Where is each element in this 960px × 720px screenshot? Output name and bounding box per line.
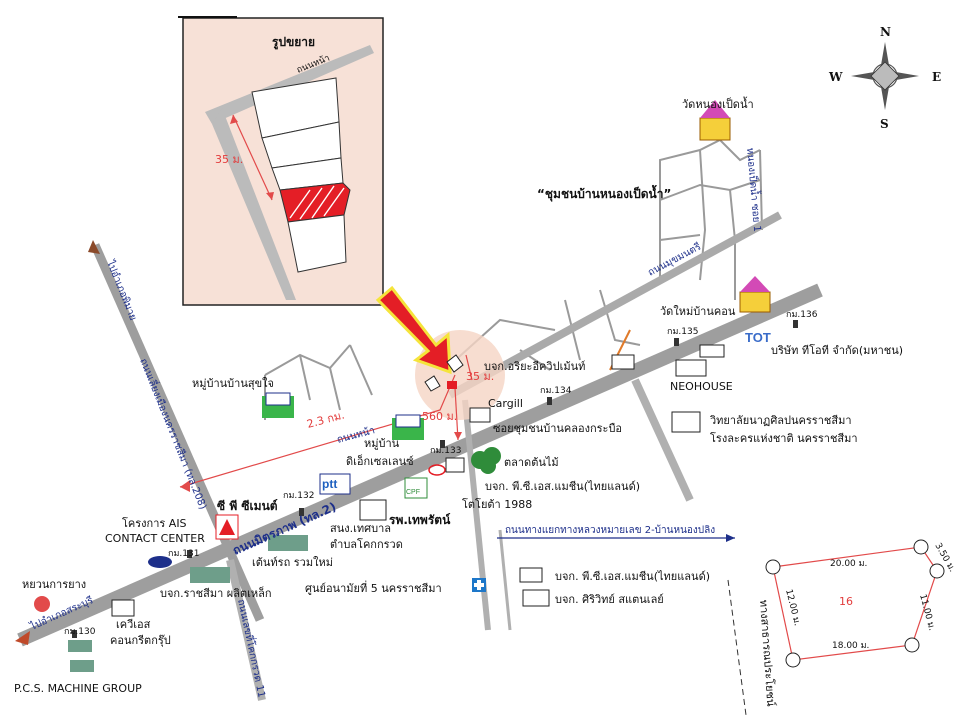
label-km136: กม.136 bbox=[786, 310, 818, 320]
label-wat-mai-ban-khon: วัดใหม่บ้านคอน bbox=[660, 305, 736, 318]
temple-icon bbox=[699, 100, 731, 141]
label-ariya: บจก.อริยะอีควิปเม้นท์ bbox=[484, 360, 585, 373]
label-village-excellence-1: หมู่บ้าน bbox=[364, 437, 400, 450]
label-km132: กม.132 bbox=[283, 491, 314, 501]
label-km135: กม.135 bbox=[667, 327, 698, 337]
label-cpc-cement: ซี พี ซีเมนต์ bbox=[217, 499, 278, 513]
svg-text:CPF: CPF bbox=[406, 489, 420, 496]
major-roads bbox=[17, 211, 823, 701]
public-path-line bbox=[727, 579, 747, 716]
label-community: “ชุมชนบ้านหนองเป็ดน้ำ” bbox=[537, 184, 671, 202]
machine-icon bbox=[34, 596, 50, 612]
location-arrow-icon bbox=[375, 285, 452, 375]
tree-icon bbox=[471, 447, 501, 474]
label-ais-2: CONTACT CENTER bbox=[105, 532, 205, 545]
compass-n: N bbox=[880, 25, 891, 39]
label-soi-khlong: ซอยชุมชนบ้านคลองกระบือ bbox=[493, 422, 622, 435]
label-km130: กม.130 bbox=[64, 627, 96, 637]
label-neohouse: NEOHOUSE bbox=[670, 380, 733, 393]
label-ks-2: คอนกรีตกรุ๊ป bbox=[110, 634, 171, 647]
svg-text:TOT: TOT bbox=[745, 330, 771, 345]
label-sriwit: บจก. ศิริวิทย์ สแตนเลย์ bbox=[555, 593, 664, 606]
label-municipality-1: สนง.เทศบาล bbox=[330, 522, 391, 535]
label-health-center: ศูนย์อนามัยที่ 5 นครราชสีมา bbox=[305, 580, 442, 595]
north-arrow-icon: N S E W bbox=[828, 25, 941, 131]
label-rubber: หยวนการยาง bbox=[22, 578, 86, 591]
label-ais-1: โครงการ AIS bbox=[122, 516, 187, 530]
plot-top-length: 20.00 ม. bbox=[830, 559, 867, 569]
cpc-logo bbox=[215, 514, 239, 540]
label-cargill: Cargill bbox=[488, 397, 523, 410]
label-dist-35: 35 ม. bbox=[466, 370, 494, 383]
label-college: วิทยาลัยนาฏศิลปนครราชสีมา bbox=[709, 414, 851, 427]
label-village-sukjai: หมู่บ้านบ้านสุขใจ bbox=[192, 377, 274, 390]
village-icon bbox=[262, 392, 424, 440]
site-marker-icon bbox=[424, 354, 464, 392]
label-bus-terminal: เต้นท์รถ รวมใหม่ bbox=[252, 556, 333, 569]
compass-w: W bbox=[828, 70, 843, 84]
factory-icon bbox=[111, 344, 725, 617]
cpf-logo: CPF bbox=[404, 477, 428, 499]
label-ks: เควีเอส bbox=[116, 618, 151, 631]
label-hospital: รพ.เทพรัตน์ bbox=[389, 513, 451, 527]
plot-number: 16 bbox=[839, 595, 853, 608]
label-theatre: โรงละครแห่งชาติ นครราชสีมา bbox=[710, 431, 858, 445]
hospital-icon bbox=[472, 578, 486, 592]
label-toyota: โตโยต้า 1988 bbox=[462, 497, 532, 511]
label-tree-market: ตลาดต้นไม้ bbox=[504, 456, 559, 469]
warehouse-icon bbox=[68, 535, 308, 672]
compass-e: E bbox=[932, 70, 941, 84]
arrow-north-icon bbox=[88, 240, 100, 254]
km-post-icon bbox=[72, 320, 798, 638]
inset-map: รูปขยาย ถนนหน้า 35 ม. bbox=[182, 17, 384, 306]
label-tot-company: บริษัท ทีโอที จำกัด(มหาชน) bbox=[771, 343, 903, 357]
label-pcs-group: P.C.S. MACHINE GROUP bbox=[14, 682, 142, 695]
inset-distance: 35 ม. bbox=[215, 153, 243, 166]
toyota-logo bbox=[428, 464, 446, 476]
tot-logo: TOT bbox=[745, 330, 771, 345]
label-road-junction: ถนนทางแยกทางหลวงหมายเลข 2-บ้านหนองปลิง bbox=[505, 524, 715, 536]
svg-text:ptt: ptt bbox=[322, 477, 337, 491]
arrow-west-icon bbox=[15, 631, 30, 645]
ais-logo bbox=[148, 556, 172, 568]
label-km131: กม.131 bbox=[168, 549, 199, 559]
junction-arrow-head-icon bbox=[726, 534, 735, 542]
label-pcs-2: บจก. พี.ซี.เอส.แมชีน(ไทยแลนด์) bbox=[555, 570, 710, 583]
label-steel: บจก.ราชสีมา ผลิตเหล็ก bbox=[160, 586, 272, 600]
label-km134: กม.134 bbox=[540, 386, 572, 396]
label-wat-nong-pet-nam: วัดหนองเป็ดน้ำ bbox=[682, 96, 754, 111]
label-municipality-2: ตำบลโคกกรวด bbox=[330, 537, 403, 551]
label-village-excellence-2: ดิเอ็กเซลเลนซ์ bbox=[346, 454, 414, 468]
label-dist-560: 560 ม. bbox=[422, 410, 457, 423]
plot-bottom-length: 18.00 ม. bbox=[832, 641, 869, 651]
ptt-logo: ptt bbox=[319, 473, 351, 495]
label-km133: กม.133 bbox=[430, 446, 461, 456]
inset-title: รูปขยาย bbox=[272, 35, 315, 50]
temple-icon-2 bbox=[739, 276, 771, 313]
compass-s: S bbox=[880, 117, 889, 131]
label-pcs-1: บจก. พี.ซี.เอส.แมชีน(ไทยแลนด์) bbox=[485, 480, 640, 493]
